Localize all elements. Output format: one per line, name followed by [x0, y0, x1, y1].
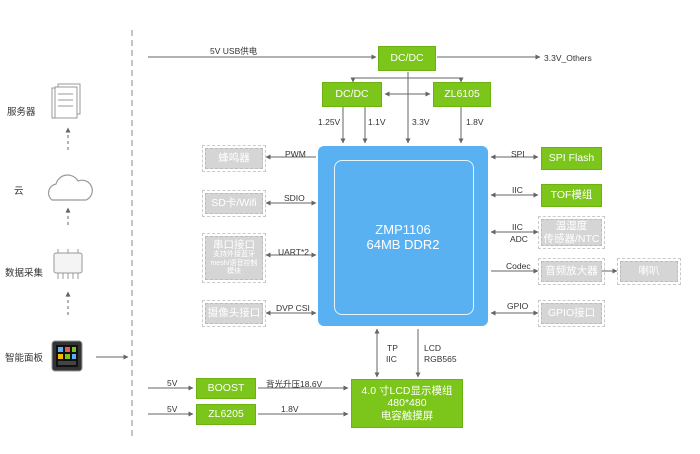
usb-power-label: 5V USB供电: [210, 46, 258, 56]
spi-label: SPI: [511, 149, 525, 159]
codec-label: Codec: [506, 261, 531, 271]
audio-amp-box: 音频放大器: [538, 258, 605, 285]
backlight-label: 背光升压18.6V: [266, 379, 323, 389]
sensor-line-2: 传感器/NTC: [543, 232, 600, 245]
serial-note-1: 支持外接蓝牙: [213, 251, 255, 259]
iic-sensor-label: IIC: [512, 222, 523, 232]
rail-18v-label: 1.8V: [466, 117, 484, 127]
rail-11v-label: 1.1V: [368, 117, 386, 127]
data-collect-label: 数据采集: [5, 268, 44, 279]
lcd-label: LCD: [424, 343, 442, 353]
gpio-interface-box: GPIO接口: [538, 300, 605, 327]
rail-125v-label: 1.25V: [318, 117, 341, 127]
rgb565-label: RGB565: [424, 354, 457, 364]
cpu-name: ZMP1106: [375, 222, 431, 238]
serial-note-2: mesh/语音控制: [210, 259, 258, 267]
cloud-icon: [47, 174, 93, 201]
dvp-csi-label: DVP CSI: [276, 303, 310, 313]
cpu-label: ZMP1106 64MB DDR2: [318, 220, 488, 256]
serial-port-title: 串口接口: [213, 239, 255, 252]
tp-label: TP: [387, 343, 398, 353]
iic-tp-label: IIC: [386, 354, 397, 364]
lcd-18v-label: 1.8V: [281, 404, 299, 414]
lcd-module-line-3: 电容触摸屏: [380, 409, 434, 422]
zl6105-box: ZL6105: [433, 82, 491, 107]
zl6205-input-label: 5V: [167, 404, 178, 414]
serial-note-3: 模块: [227, 268, 241, 276]
cpu-inner-frame: [334, 160, 474, 315]
gpio-label: GPIO: [507, 301, 529, 311]
sd-wifi-box: SD卡/Wifi: [202, 190, 266, 217]
temp-humidity-box: 温湿度 传感器/NTC: [538, 216, 605, 249]
serial-port-box: 串口接口 支持外接蓝牙 mesh/语音控制 模块: [202, 233, 266, 283]
others-rail-label: 3.3V_Others: [544, 53, 592, 63]
zl6205-box: ZL6205: [196, 404, 256, 425]
spi-flash-box: SPI Flash: [541, 147, 602, 170]
dcdc-main-box: DC/DC: [378, 46, 436, 71]
cloud-label: 云: [14, 186, 24, 197]
camera-box: 摄像头接口: [202, 300, 266, 327]
pwm-label: PWM: [285, 149, 306, 159]
sensor-line-1: 温湿度: [555, 220, 588, 233]
dcdc-core-box: DC/DC: [322, 82, 382, 107]
server-icon: [51, 83, 81, 119]
speaker-box: 喇叭: [617, 258, 681, 285]
boost-box: BOOST: [196, 378, 256, 399]
cpu-block: [318, 146, 488, 326]
iic-tof-label: IIC: [512, 185, 523, 195]
adc-label: ADC: [510, 234, 528, 244]
sdio-label: SDIO: [284, 193, 305, 203]
lcd-module-box: 4.0 寸LCD显示模组 480*480 电容触摸屏: [351, 379, 463, 428]
rail-33v-label: 3.3V: [412, 117, 430, 127]
lcd-module-line-1: 4.0 寸LCD显示模组: [361, 385, 453, 398]
cpu-memory: 64MB DDR2: [366, 237, 440, 252]
panel-icon: [51, 340, 83, 372]
buzzer-box: 蜂鸣器: [202, 145, 266, 172]
server-label: 服务器: [7, 107, 36, 118]
smart-panel-label: 智能面板: [5, 353, 44, 364]
tof-module-box: TOF模组: [541, 184, 602, 207]
uart-label: UART*2: [278, 247, 310, 257]
chip-icon: [53, 249, 83, 279]
lcd-module-line-2: 480*480: [387, 397, 427, 410]
boost-input-label: 5V: [167, 378, 178, 388]
